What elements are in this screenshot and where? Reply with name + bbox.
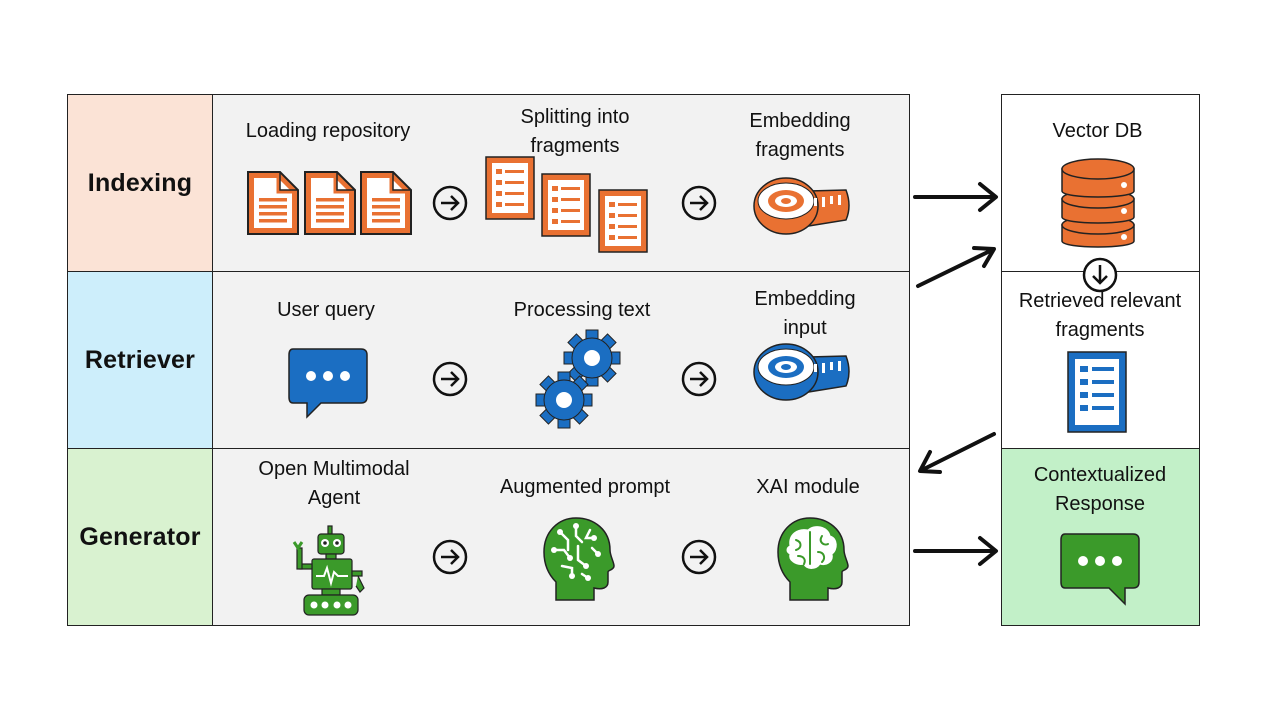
step-arrow-icon — [432, 361, 468, 397]
retriever-step-2-label: Processing text — [513, 299, 651, 321]
retriever-step-1-label: User query — [277, 299, 375, 321]
indexing-step-2-label: Splitting into fragments — [520, 106, 630, 157]
indexing-step-1-label: Loading repository — [245, 120, 411, 142]
step-arrow-icon — [432, 539, 468, 575]
indexing-step-3-label: Embedding fragments — [749, 110, 851, 161]
retriever-step-3-label: Embedding input — [754, 288, 856, 339]
down-arrow-icon — [1082, 257, 1118, 293]
step-arrow-icon — [432, 185, 468, 221]
step-arrow-icon — [681, 185, 717, 221]
list-document-icon — [1067, 351, 1127, 433]
robot-icon — [292, 525, 365, 616]
retrieved-to-generator-arrow — [918, 432, 996, 474]
response-label: Contextualized Response — [1033, 464, 1167, 515]
head-circuit-icon — [543, 517, 615, 601]
generator-label-cell — [67, 448, 213, 626]
retriever-label: Retriever — [84, 345, 196, 374]
chat-bubble-icon — [1060, 533, 1140, 606]
head-brain-icon — [777, 517, 849, 601]
step-arrow-icon — [681, 539, 717, 575]
indexing-label: Indexing — [87, 168, 193, 197]
measuring-tape-icon — [753, 177, 850, 235]
indexing-to-db-arrow — [913, 182, 998, 212]
database-icon — [1061, 158, 1135, 248]
generator-label: Generator — [79, 522, 201, 551]
retriever-to-db-arrow — [916, 246, 996, 288]
vector-db-label: Vector DB — [1052, 120, 1143, 142]
gears-icon — [535, 329, 621, 429]
indexing-label-cell — [67, 94, 213, 272]
measuring-tape-icon — [753, 343, 850, 401]
documents-icon — [247, 170, 413, 236]
generator-step-1-label: Open Multimodal Agent — [258, 458, 410, 509]
generator-step-3-label: XAI module — [756, 476, 860, 498]
step-arrow-icon — [681, 361, 717, 397]
generator-to-response-arrow — [913, 536, 998, 566]
retrieved-label: Retrieved relevant fragments — [1018, 290, 1182, 341]
chat-bubble-icon — [288, 348, 368, 419]
generator-step-2-label: Augmented prompt — [499, 476, 671, 498]
fragments-icon — [485, 156, 648, 253]
retriever-label-cell — [67, 271, 213, 449]
